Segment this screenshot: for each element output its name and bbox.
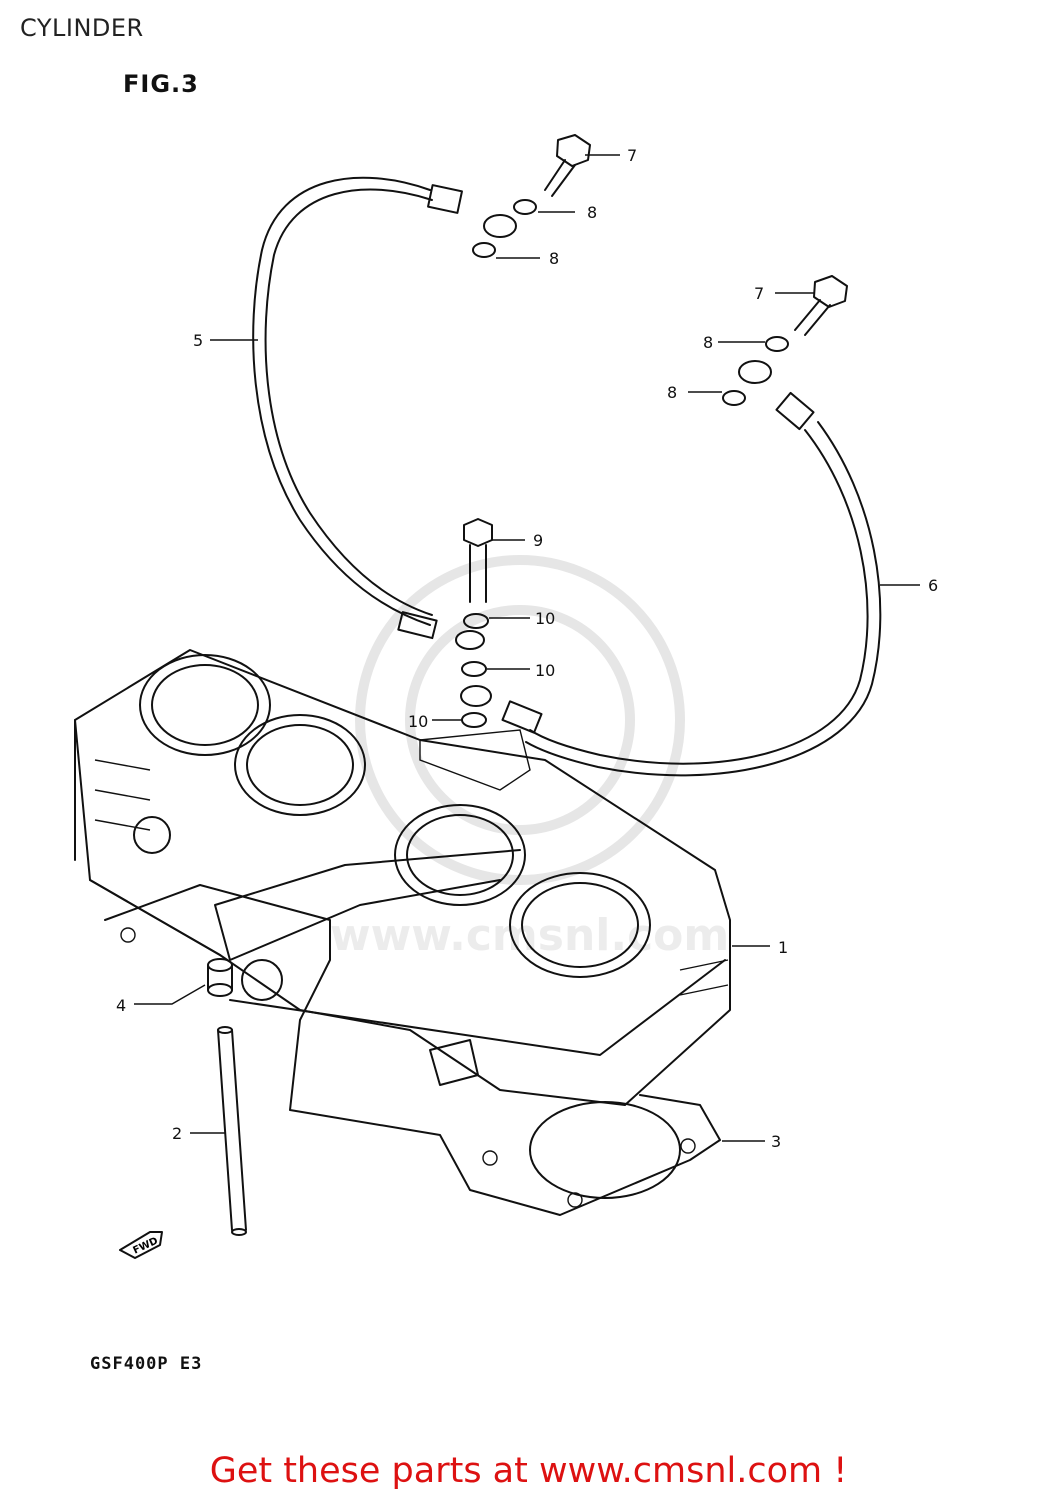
gasket-washer-8-b [472, 242, 496, 258]
page-title: CYLINDER [20, 14, 144, 42]
callout-5: 5 [193, 331, 203, 350]
callout-10-c: 10 [408, 712, 428, 731]
gasket-washer-10-a [463, 613, 489, 629]
gasket-washer-8-d [722, 390, 746, 406]
gasket-washer-8-c [765, 336, 789, 352]
callout-8-b: 8 [549, 249, 559, 268]
fwd-arrow-icon: FWD [119, 1231, 163, 1259]
callout-6: 6 [928, 576, 938, 595]
union-bolt-7-upper [544, 134, 591, 197]
callout-2: 2 [172, 1124, 182, 1143]
gasket-washer-8-a [513, 199, 537, 215]
callout-9: 9 [533, 531, 543, 550]
callout-8-d: 8 [667, 383, 677, 402]
banjo-fitting [460, 685, 492, 707]
callout-10-b: 10 [535, 661, 555, 680]
oil-hose-6 [501, 360, 882, 777]
watermark-logo: www.cmsnl.com [330, 555, 729, 961]
callout-1: 1 [778, 938, 788, 957]
callout-7-lower: 7 [754, 284, 764, 303]
callout-10-a: 10 [535, 609, 555, 628]
watermark-text: www.cmsnl.com [330, 910, 729, 961]
callout-7-upper: 7 [627, 146, 637, 165]
model-code: GSF400P E3 [90, 1354, 203, 1374]
callout-8-a: 8 [587, 203, 597, 222]
stud-bolt-2 [217, 1026, 247, 1236]
callout-4: 4 [116, 996, 126, 1015]
cta-link[interactable]: Get these parts at www.cmsnl.com ! [209, 1451, 848, 1491]
callout-8-c: 8 [703, 333, 713, 352]
callout-3: 3 [771, 1132, 781, 1151]
cylinder-base-gasket-3 [104, 884, 721, 1216]
figure-label: FIG.3 [123, 70, 199, 98]
cylinder-block-1 [74, 649, 731, 1106]
oil-hose-5 [252, 176, 517, 650]
gasket-washer-10-b [461, 661, 487, 677]
dowel-pin-4 [207, 958, 233, 997]
union-bolt-7-lower [794, 275, 848, 336]
leader-lines [134, 154, 920, 1142]
gasket-washer-10-c [461, 712, 487, 728]
